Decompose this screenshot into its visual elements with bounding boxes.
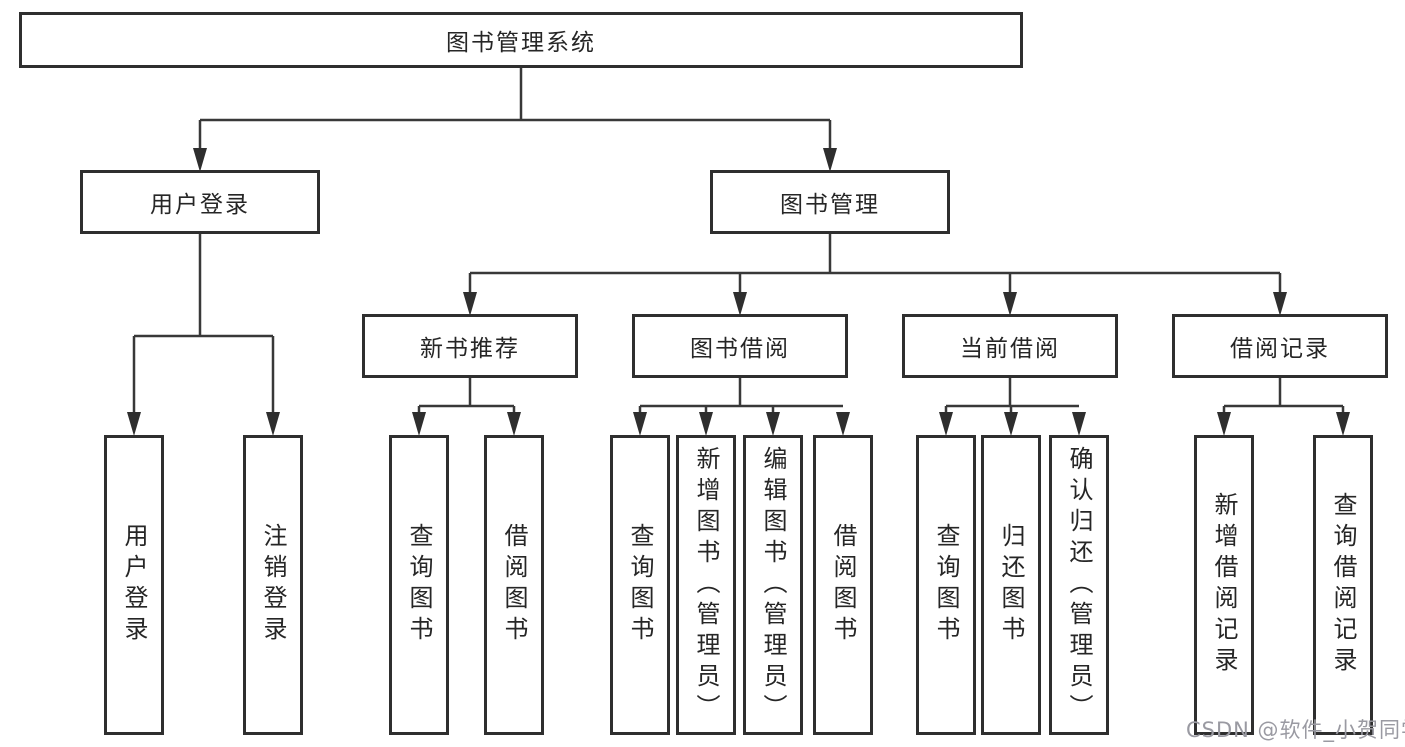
arrow-down-icon xyxy=(939,412,953,436)
leaf-records-add-record: 新增借阅记录 xyxy=(1194,435,1254,735)
leaf-current-query-book: 查询图书 xyxy=(916,435,976,735)
arrow-down-icon xyxy=(633,412,647,436)
connector-book-mgmt-children xyxy=(468,234,1282,293)
connector-borrow-records-children xyxy=(1222,378,1345,413)
arrow-down-icon xyxy=(507,412,521,436)
leaf-records-query-record: 查询借阅记录 xyxy=(1313,435,1373,735)
leaf-borrow-borrow-book: 借阅图书 xyxy=(813,435,873,735)
arrow-down-icon xyxy=(733,292,747,316)
arrow-down-icon xyxy=(1004,412,1018,436)
arrow-down-icon xyxy=(1336,412,1350,436)
arrow-down-icon xyxy=(1003,292,1017,316)
arrow-down-icon xyxy=(766,412,780,436)
leaf-current-confirm-return-admin: 确认归还（管理员） xyxy=(1049,435,1109,735)
leaf-user-login: 用户登录 xyxy=(104,435,164,735)
node-book-management: 图书管理 xyxy=(710,170,950,234)
connector-book-borrow-children xyxy=(638,378,843,413)
connector-root-to-level2 xyxy=(198,67,832,149)
leaf-newbook-query-book: 查询图书 xyxy=(389,435,449,735)
csdn-watermark: CSDN @软件_小贺同学 xyxy=(1186,718,1405,742)
connector-new-book-children xyxy=(417,378,516,413)
leaf-borrow-query-book: 查询图书 xyxy=(610,435,670,735)
node-current-borrowing: 当前借阅 xyxy=(902,314,1118,378)
arrow-down-icon xyxy=(412,412,426,436)
arrow-down-icon xyxy=(266,412,280,436)
node-book-borrowing: 图书借阅 xyxy=(632,314,848,378)
leaf-logout: 注销登录 xyxy=(243,435,303,735)
arrow-down-icon xyxy=(699,412,713,436)
leaf-borrow-edit-book-admin: 编辑图书（管理员） xyxy=(743,435,803,735)
node-borrow-records: 借阅记录 xyxy=(1172,314,1388,378)
arrow-down-icon xyxy=(823,148,837,172)
arrow-down-icon xyxy=(463,292,477,316)
leaf-newbook-borrow-book: 借阅图书 xyxy=(484,435,544,735)
arrow-down-icon xyxy=(127,412,141,436)
node-user-login: 用户登录 xyxy=(80,170,320,234)
connector-user-login-children xyxy=(132,234,275,413)
arrow-down-icon xyxy=(1273,292,1287,316)
arrow-down-icon xyxy=(836,412,850,436)
leaf-borrow-add-book-admin: 新增图书（管理员） xyxy=(676,435,736,735)
leaf-current-return-book: 归还图书 xyxy=(981,435,1041,735)
arrow-down-icon xyxy=(1217,412,1231,436)
arrow-down-icon xyxy=(193,148,207,172)
arrow-down-icon xyxy=(1072,412,1086,436)
node-root-system: 图书管理系统 xyxy=(19,12,1023,68)
node-new-book-recommend: 新书推荐 xyxy=(362,314,578,378)
connector-current-borrow-children xyxy=(944,378,1079,413)
